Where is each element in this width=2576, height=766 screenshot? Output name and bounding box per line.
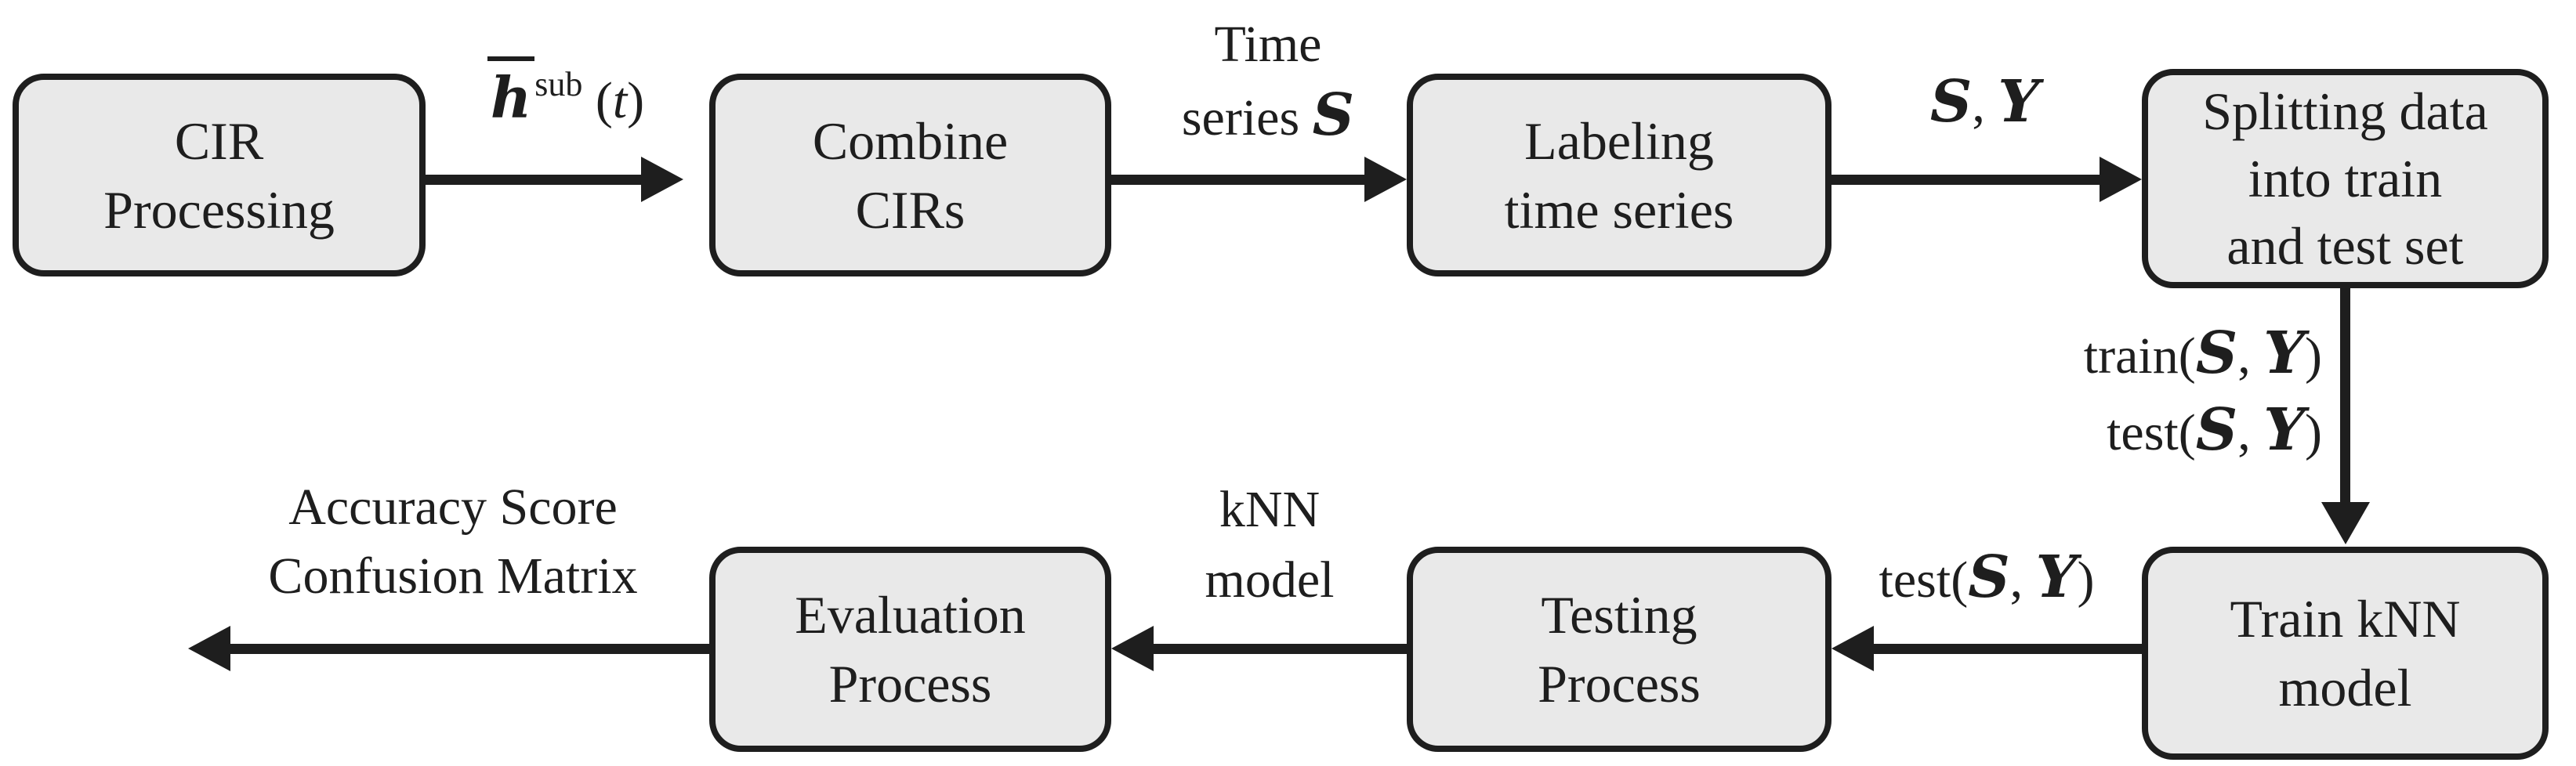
box-splitting-data: Splitting data into train and test set — [2142, 69, 2549, 288]
box-label-line: Testing — [1541, 585, 1697, 645]
h-bar-symbol: h — [487, 56, 535, 133]
arrow-line-labeling-to-splitting — [1831, 175, 2101, 185]
edge-label-train-test: train(S, Y) test(S, Y) — [1944, 316, 2322, 470]
edge-label-line: kNN — [1219, 481, 1321, 538]
box-testing-process: Testing Process — [1407, 547, 1831, 752]
edge-label-line: model — [1205, 551, 1335, 609]
box-train-knn-model: Train kNN model — [2142, 547, 2549, 760]
edge-label-knn-model: kNN model — [1152, 475, 1387, 616]
arrow-line-evaluation-to-output — [227, 644, 709, 654]
edge-label-s-y: S, Y — [1881, 67, 2089, 140]
box-labeling-time-series: Labeling time series — [1407, 74, 1831, 276]
script-s-symbol: S — [2195, 320, 2238, 387]
arrowhead-right-icon — [1364, 157, 1407, 202]
box-cir-processing: CIR Processing — [13, 74, 426, 276]
edge-label-line: Time — [1214, 16, 1322, 73]
box-label-line: Labeling — [1524, 110, 1714, 171]
script-y-symbol: Y — [1998, 68, 2040, 135]
script-s-symbol: S — [1312, 81, 1355, 149]
arrow-line-testing-to-evaluation — [1150, 644, 1407, 654]
box-label-line: Process — [1538, 654, 1701, 714]
box-label-line: Processing — [103, 179, 335, 240]
script-s-symbol: S — [2195, 396, 2238, 464]
script-s-symbol: S — [1929, 68, 1973, 135]
comma-text: , — [2237, 404, 2264, 461]
box-label-line: time series — [1504, 179, 1734, 240]
box-label-line: into train — [2248, 149, 2443, 208]
script-s-symbol: S — [1968, 544, 2010, 611]
box-label-line: CIRs — [855, 179, 966, 240]
edge-label-line: test(S, Y) — [1944, 393, 2322, 470]
arrow-line-combine-to-labeling — [1111, 175, 1366, 185]
edge-label-line: Accuracy Score — [288, 479, 618, 536]
box-label-line: Evaluation — [795, 585, 1026, 645]
script-y-symbol: Y — [2035, 544, 2078, 611]
train-prefix-text: train( — [2083, 327, 2196, 385]
open-paren: ( — [595, 72, 613, 129]
close-paren: ) — [2077, 551, 2095, 609]
arrowhead-down-icon — [2321, 502, 2370, 544]
box-label-line: Combine — [812, 110, 1009, 171]
close-paren: ) — [627, 72, 645, 129]
box-label-line: CIR — [174, 110, 264, 171]
box-label-line: Splitting data — [2202, 81, 2488, 141]
script-y-symbol: Y — [2263, 320, 2306, 387]
close-paren: ) — [2305, 327, 2322, 385]
box-combine-cirs: Combine CIRs — [709, 74, 1111, 276]
box-label-line: Process — [828, 654, 992, 714]
t-variable: t — [612, 72, 628, 129]
test-prefix-text: test( — [1879, 551, 1969, 609]
arrow-line-train-to-testing — [1871, 644, 2142, 654]
edge-label-line: series S — [1143, 80, 1393, 154]
test-prefix-text: test( — [2107, 404, 2196, 461]
box-label-line: Train kNN — [2230, 589, 2461, 649]
box-label-line: model — [2278, 658, 2412, 717]
series-text: series — [1181, 89, 1313, 146]
arrowhead-left-icon — [1111, 626, 1154, 671]
box-evaluation-process: Evaluation Process — [709, 547, 1111, 752]
comma-text: , — [2237, 327, 2264, 385]
edge-label-test: test(S, Y) — [1846, 542, 2128, 616]
edge-label-time-series: Time series S — [1143, 9, 1393, 154]
arrowhead-right-icon — [641, 157, 683, 202]
arrowhead-left-icon — [1831, 626, 1874, 671]
arrow-line-splitting-to-train — [2340, 286, 2350, 505]
comma-text: , — [1972, 76, 1998, 133]
arrowhead-right-icon — [2100, 157, 2142, 202]
box-label-line: and test set — [2226, 216, 2464, 276]
edge-label-line: Confusion Matrix — [268, 547, 638, 605]
edge-label-evaluation-output: Accuracy Score Confusion Matrix — [226, 473, 680, 611]
script-y-symbol: Y — [2263, 396, 2306, 464]
arrow-line-cir-to-combine — [426, 175, 644, 185]
arrowhead-left-icon — [188, 626, 230, 671]
sub-superscript: sub — [534, 65, 583, 103]
edge-label-line: train(S, Y) — [1944, 316, 2322, 393]
comma-text: , — [2009, 551, 2036, 609]
close-paren: ) — [2305, 404, 2322, 461]
edge-label-h-sub-t: hsub (t) — [433, 56, 699, 142]
